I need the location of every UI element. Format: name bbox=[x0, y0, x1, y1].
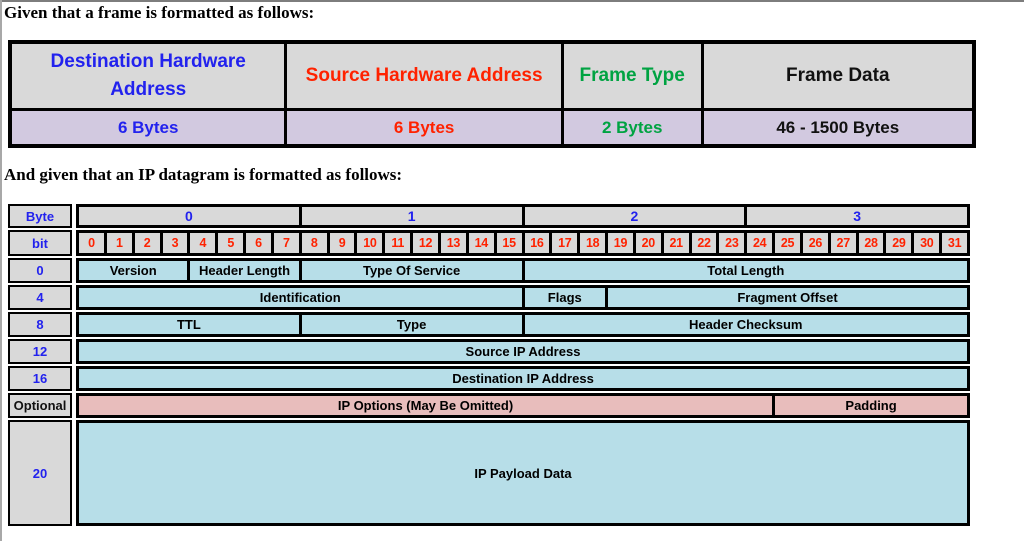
bit-number-cell-5: 5 bbox=[218, 233, 244, 253]
ip-field-cell-type: Type bbox=[301, 315, 522, 334]
bit-number-cell-31: 31 bbox=[942, 233, 967, 253]
ip-row-0-label: 0 bbox=[8, 258, 72, 283]
bit-number-cell-6: 6 bbox=[246, 233, 271, 253]
bit-number-cell-1: 1 bbox=[106, 233, 132, 253]
byte-group-cell-3: 3 bbox=[747, 207, 967, 225]
byte-group-cell-0: 0 bbox=[79, 207, 299, 225]
byte-header-label: Byte bbox=[8, 204, 72, 228]
bit-number-cell-13: 13 bbox=[440, 233, 466, 253]
frame-header-cell-destination-hardware-address: Destination Hardware Address bbox=[12, 44, 285, 108]
bit-number-cell-10: 10 bbox=[357, 233, 383, 253]
ip-row-16-row: 16 Destination IP Address bbox=[8, 366, 970, 391]
bit-number-cell-8: 8 bbox=[301, 233, 327, 253]
ip-field-cell-type-of-service: Type Of Service bbox=[301, 261, 522, 280]
ip-field-cell-source-ip-address: Source IP Address bbox=[79, 342, 967, 361]
bit-number-cell-2: 2 bbox=[134, 233, 160, 253]
ip-field-cell-padding: Padding bbox=[775, 396, 967, 415]
bit-number-cell-28: 28 bbox=[858, 233, 884, 253]
ip-row-4-label: 4 bbox=[8, 285, 72, 310]
page-top-border-line bbox=[0, 0, 1024, 2]
bit-number-cell-0: 0 bbox=[79, 233, 104, 253]
bit-number-cell-25: 25 bbox=[775, 233, 800, 253]
bit-number-cell-3: 3 bbox=[162, 233, 188, 253]
bit-number-cell-19: 19 bbox=[608, 233, 633, 253]
frame-size-cell-0: 6 Bytes bbox=[12, 111, 285, 144]
bit-number-cell-7: 7 bbox=[273, 233, 299, 253]
frame-intro-text: Given that a frame is formatted as follo… bbox=[4, 3, 315, 22]
ip-field-cell-version: Version bbox=[79, 261, 188, 280]
ip-row-12-row: 12 Source IP Address bbox=[8, 339, 970, 364]
ip-row-16-grid: Destination IP Address bbox=[76, 366, 970, 391]
ip-field-cell-ttl: TTL bbox=[79, 315, 299, 334]
bit-number-cell-17: 17 bbox=[552, 233, 578, 253]
bit-number-cell-15: 15 bbox=[496, 233, 522, 253]
frame-size-cell-3: 46 - 1500 Bytes bbox=[703, 111, 972, 144]
frame-header-cell-frame-data: Frame Data bbox=[703, 44, 972, 108]
ip-field-cell-ip-payload-data: IP Payload Data bbox=[79, 423, 967, 523]
byte-group-cell-1: 1 bbox=[301, 207, 522, 225]
bit-number-cell-20: 20 bbox=[635, 233, 661, 253]
ip-row-16-label: 16 bbox=[8, 366, 72, 391]
ip-row-optional-grid: IP Options (May Be Omitted)Padding bbox=[76, 393, 970, 418]
bit-number-cell-30: 30 bbox=[914, 233, 940, 253]
bit-header-label: bit bbox=[8, 230, 72, 256]
frame-header-cell-frame-type: Frame Type bbox=[563, 44, 701, 108]
bit-number-cell-24: 24 bbox=[747, 233, 773, 253]
bit-number-cell-18: 18 bbox=[580, 233, 606, 253]
frame-size-cell-1: 6 Bytes bbox=[287, 111, 561, 144]
bit-number-cell-4: 4 bbox=[190, 233, 216, 253]
ip-row-12-grid: Source IP Address bbox=[76, 339, 970, 364]
frame-header-cell-source-hardware-address: Source Hardware Address bbox=[287, 44, 561, 108]
ip-row-optional-label: Optional bbox=[8, 393, 72, 418]
bit-number-cell-9: 9 bbox=[329, 233, 355, 253]
bit-number-cell-12: 12 bbox=[413, 233, 438, 253]
ip-field-cell-total-length: Total Length bbox=[524, 261, 967, 280]
bit-number-cell-21: 21 bbox=[663, 233, 689, 253]
ip-intro-text: And given that an IP datagram is formatt… bbox=[4, 165, 403, 184]
ip-field-cell-header-length: Header Length bbox=[190, 261, 299, 280]
frame-size-cell-2: 2 Bytes bbox=[563, 111, 701, 144]
bit-number-cell-23: 23 bbox=[719, 233, 745, 253]
ip-field-cell-identification: Identification bbox=[79, 288, 522, 307]
ip-field-cell-flags: Flags bbox=[524, 288, 606, 307]
bit-number-cell-14: 14 bbox=[468, 233, 494, 253]
ip-row-12-label: 12 bbox=[8, 339, 72, 364]
page-left-border-line bbox=[0, 0, 2, 541]
ip-row-20-grid: IP Payload Data bbox=[76, 420, 970, 526]
ip-field-cell-header-checksum: Header Checksum bbox=[524, 315, 967, 334]
bit-number-cell-26: 26 bbox=[802, 233, 828, 253]
bit-number-cell-11: 11 bbox=[385, 233, 411, 253]
ip-field-cell-ip-options-may-be-omitted: IP Options (May Be Omitted) bbox=[79, 396, 773, 415]
bit-number-cell-29: 29 bbox=[886, 233, 912, 253]
ip-row-20-label: 20 bbox=[8, 420, 72, 526]
bit-number-cell-16: 16 bbox=[524, 233, 550, 253]
bit-number-cell-22: 22 bbox=[691, 233, 717, 253]
ip-field-cell-destination-ip-address: Destination IP Address bbox=[79, 369, 967, 388]
byte-group-cell-2: 2 bbox=[524, 207, 745, 225]
ip-row-8-label: 8 bbox=[8, 312, 72, 337]
ip-field-cell-fragment-offset: Fragment Offset bbox=[608, 288, 967, 307]
bit-number-cell-27: 27 bbox=[830, 233, 856, 253]
